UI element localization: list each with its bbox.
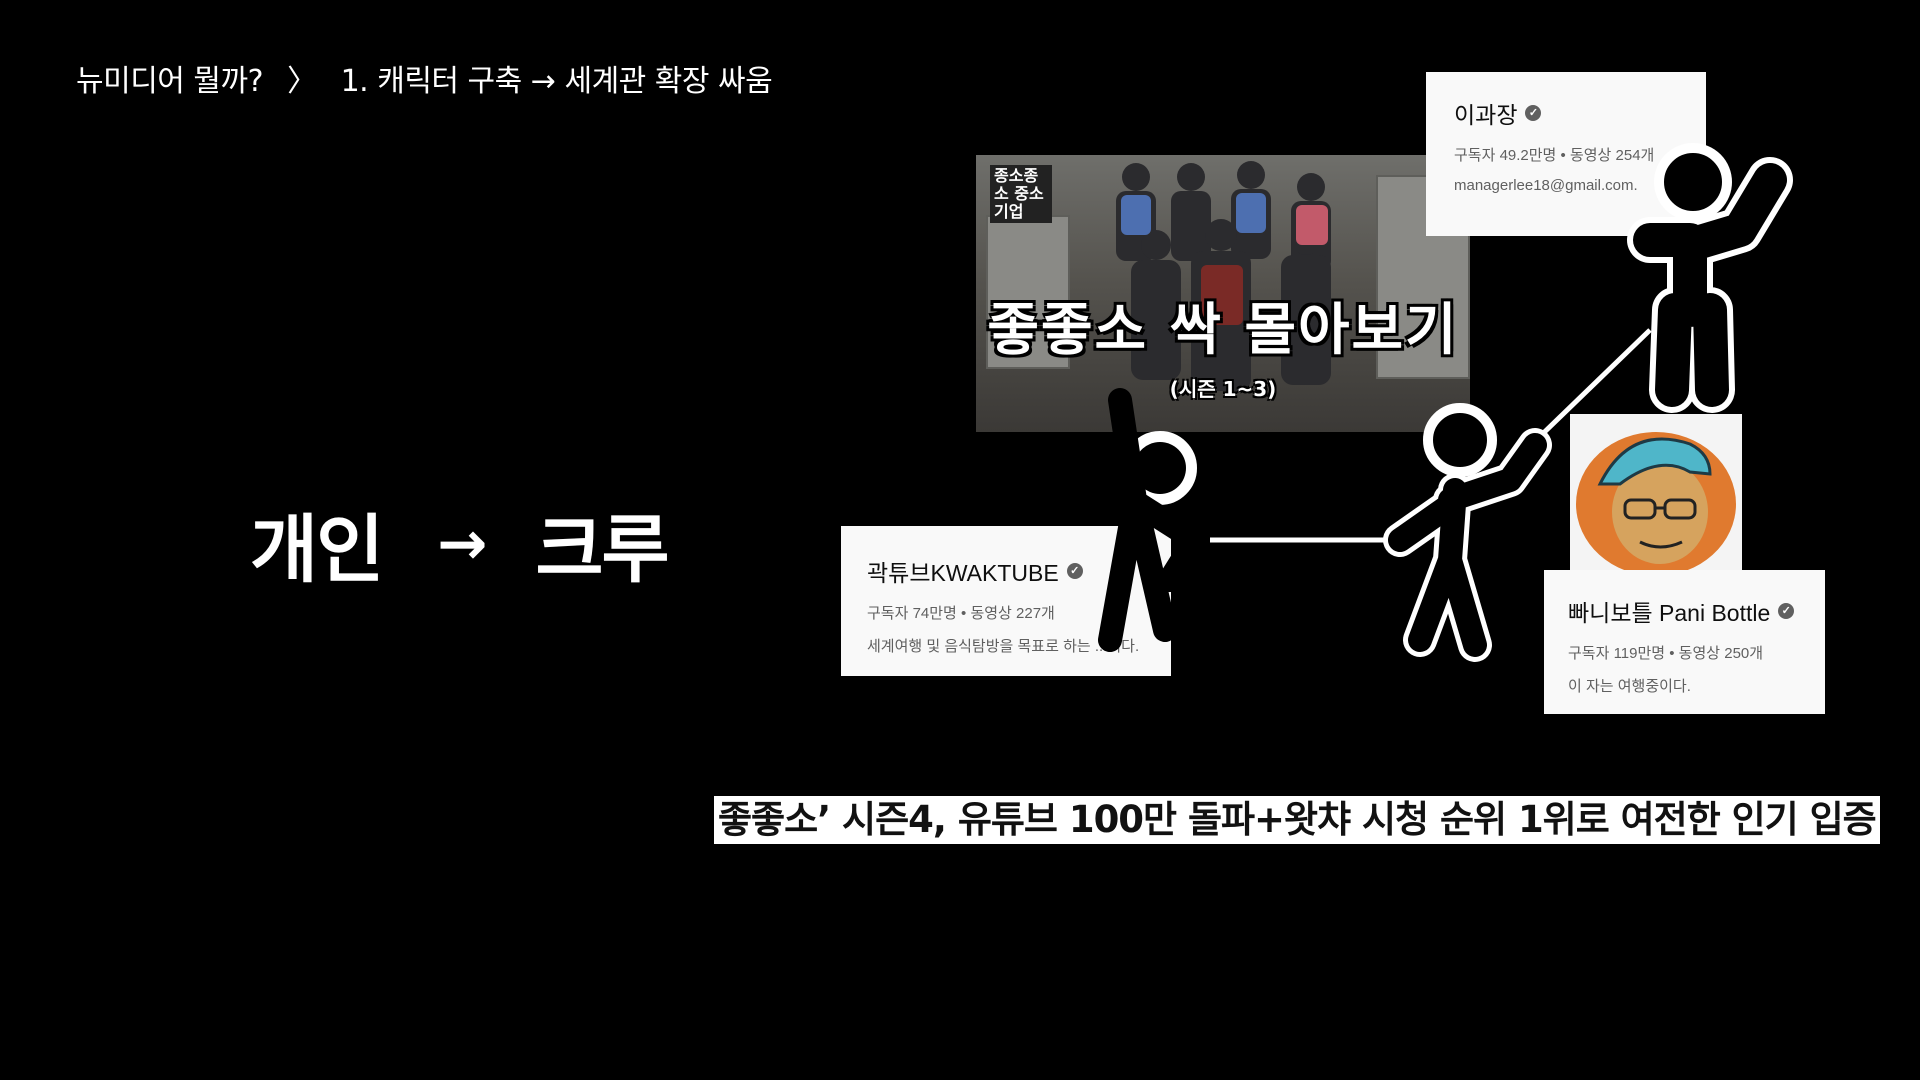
channel-name: 곽튜브KWAKTUBE ✓ — [867, 554, 1145, 588]
channel-name-text: 이과장 — [1454, 102, 1518, 128]
verified-icon: ✓ — [1066, 563, 1083, 579]
channel-card-leegwajang[interactable]: 이과장 ✓ 구독자 49.2만명 • 동영상 254개 managerlee18… — [1426, 72, 1706, 236]
channel-avatar-panibottle — [1570, 414, 1742, 576]
channel-name: 이과장 ✓ — [1454, 96, 1678, 130]
breadcrumb-separator: 〉 — [287, 64, 317, 99]
headline-to: 크루 — [535, 507, 669, 593]
channel-desc: 이 자는 여행중이다. — [1568, 678, 1691, 695]
connector-line — [1528, 328, 1652, 448]
breadcrumb: 뉴미디어 뭘까? 〉 1. 캐릭터 구축 → 세계관 확장 싸움 — [76, 56, 773, 100]
avatar-illustration — [1576, 432, 1736, 576]
channel-name: 빠니보틀 Pani Bottle ✓ — [1568, 594, 1801, 628]
crew-photo — [1116, 161, 1331, 391]
channel-name-text: 빠니보틀 Pani Bottle — [1568, 600, 1771, 626]
thumbnail-subtitle: (시즌 1~3) — [1169, 377, 1277, 401]
channel-meta: 구독자 49.2만명 • 동영상 254개 — [1454, 147, 1655, 164]
channel-card-panibottle[interactable]: 빠니보틀 Pani Bottle ✓ 구독자 119만명 • 동영상 250개 … — [1544, 570, 1825, 714]
slide-headline: 개인 → 크루 — [250, 490, 670, 597]
thumbnail-title: 좋좋소 싹 몰아보기 — [987, 298, 1459, 363]
verified-icon: ✓ — [1525, 105, 1542, 121]
verified-icon: ✓ — [1778, 603, 1795, 619]
thumbnail-logo: 종소종소 중소기업 — [990, 165, 1052, 223]
breadcrumb-section: 뉴미디어 뭘까? — [76, 64, 264, 99]
headline-arrow: → — [437, 508, 487, 579]
video-thumbnail: 종소종소 중소기업 좋좋소 싹 몰아보기 (시즌 1~3) — [976, 155, 1470, 432]
news-headline: 좋좋소’ 시즌4, 유튜브 100만 돌파+왓챠 시청 순위 1위로 여전한 인… — [714, 796, 1880, 844]
breadcrumb-topic: 1. 캐릭터 구축 → 세계관 확장 싸움 — [340, 64, 773, 99]
channel-meta: 구독자 119만명 • 동영상 250개 — [1568, 645, 1764, 662]
channel-meta: 구독자 74만명 • 동영상 227개 — [867, 605, 1055, 622]
channel-name-text: 곽튜브KWAKTUBE — [867, 560, 1059, 586]
channel-desc: 세계여행 및 음식탐방을 목표로 하는 ...니다. — [867, 638, 1140, 655]
headline-from: 개인 — [250, 507, 384, 593]
cabinet-shape — [986, 215, 1070, 369]
channel-desc: managerlee18@gmail.com. — [1454, 177, 1638, 194]
